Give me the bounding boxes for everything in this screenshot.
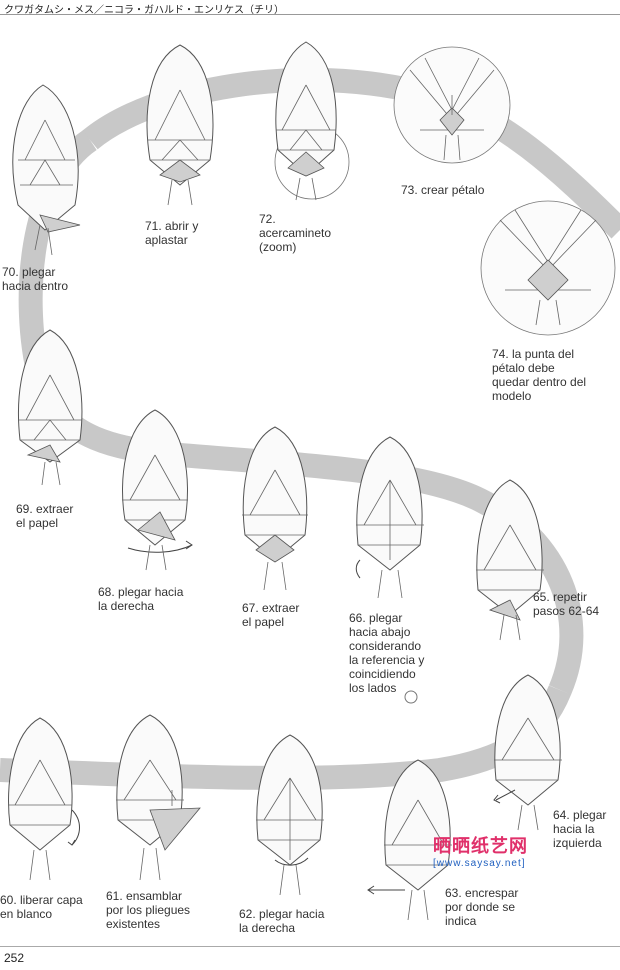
figure-step-62	[256, 735, 324, 895]
step-62-caption: 62. plegar hacia la derecha	[239, 907, 324, 935]
step-71-caption: 71. abrir y aplastar	[145, 219, 198, 247]
step-69-caption: 69. extraer el papel	[16, 502, 73, 530]
watermark-title: 晒晒纸艺网	[433, 832, 528, 858]
step-63-caption: 63. encrespar por donde se indica	[445, 886, 518, 928]
step-70-caption: 70. plegar hacia dentro	[2, 265, 68, 293]
footer-divider	[0, 946, 620, 947]
step-67-caption: 67. extraer el papel	[242, 601, 299, 629]
page-number: 252	[4, 951, 24, 965]
step-60-caption: 60. liberar capa en blanco	[0, 893, 83, 921]
figure-step-68	[122, 410, 192, 570]
figure-step-72	[276, 42, 336, 200]
serpentine-path-band	[0, 80, 620, 778]
step-66-caption: 66. plegar hacia abajo considerando la r…	[349, 611, 424, 695]
step-64-caption: 64. plegar hacia la izquierda	[553, 808, 606, 850]
step-61-caption: 61. ensamblar por los pliegues existente…	[106, 889, 190, 931]
figure-step-60	[8, 718, 80, 880]
figure-step-61	[116, 715, 200, 880]
step-73-caption: 73. crear pétalo	[401, 183, 484, 197]
step-72-caption: 72. acercamineto (zoom)	[259, 212, 331, 254]
step-74-caption: 74. la punta del pétalo debe quedar dent…	[492, 347, 586, 403]
figure-step-70	[13, 85, 80, 255]
step-65-caption: 65. repetir pasos 62-64	[533, 590, 599, 618]
step-68-caption: 68. plegar hacia la derecha	[98, 585, 183, 613]
reference-circle-icon	[403, 689, 419, 705]
figure-step-71	[147, 45, 213, 205]
watermark-url: [www.saysay.net]	[433, 858, 528, 869]
watermark: 晒晒纸艺网 [www.saysay.net]	[433, 832, 528, 869]
